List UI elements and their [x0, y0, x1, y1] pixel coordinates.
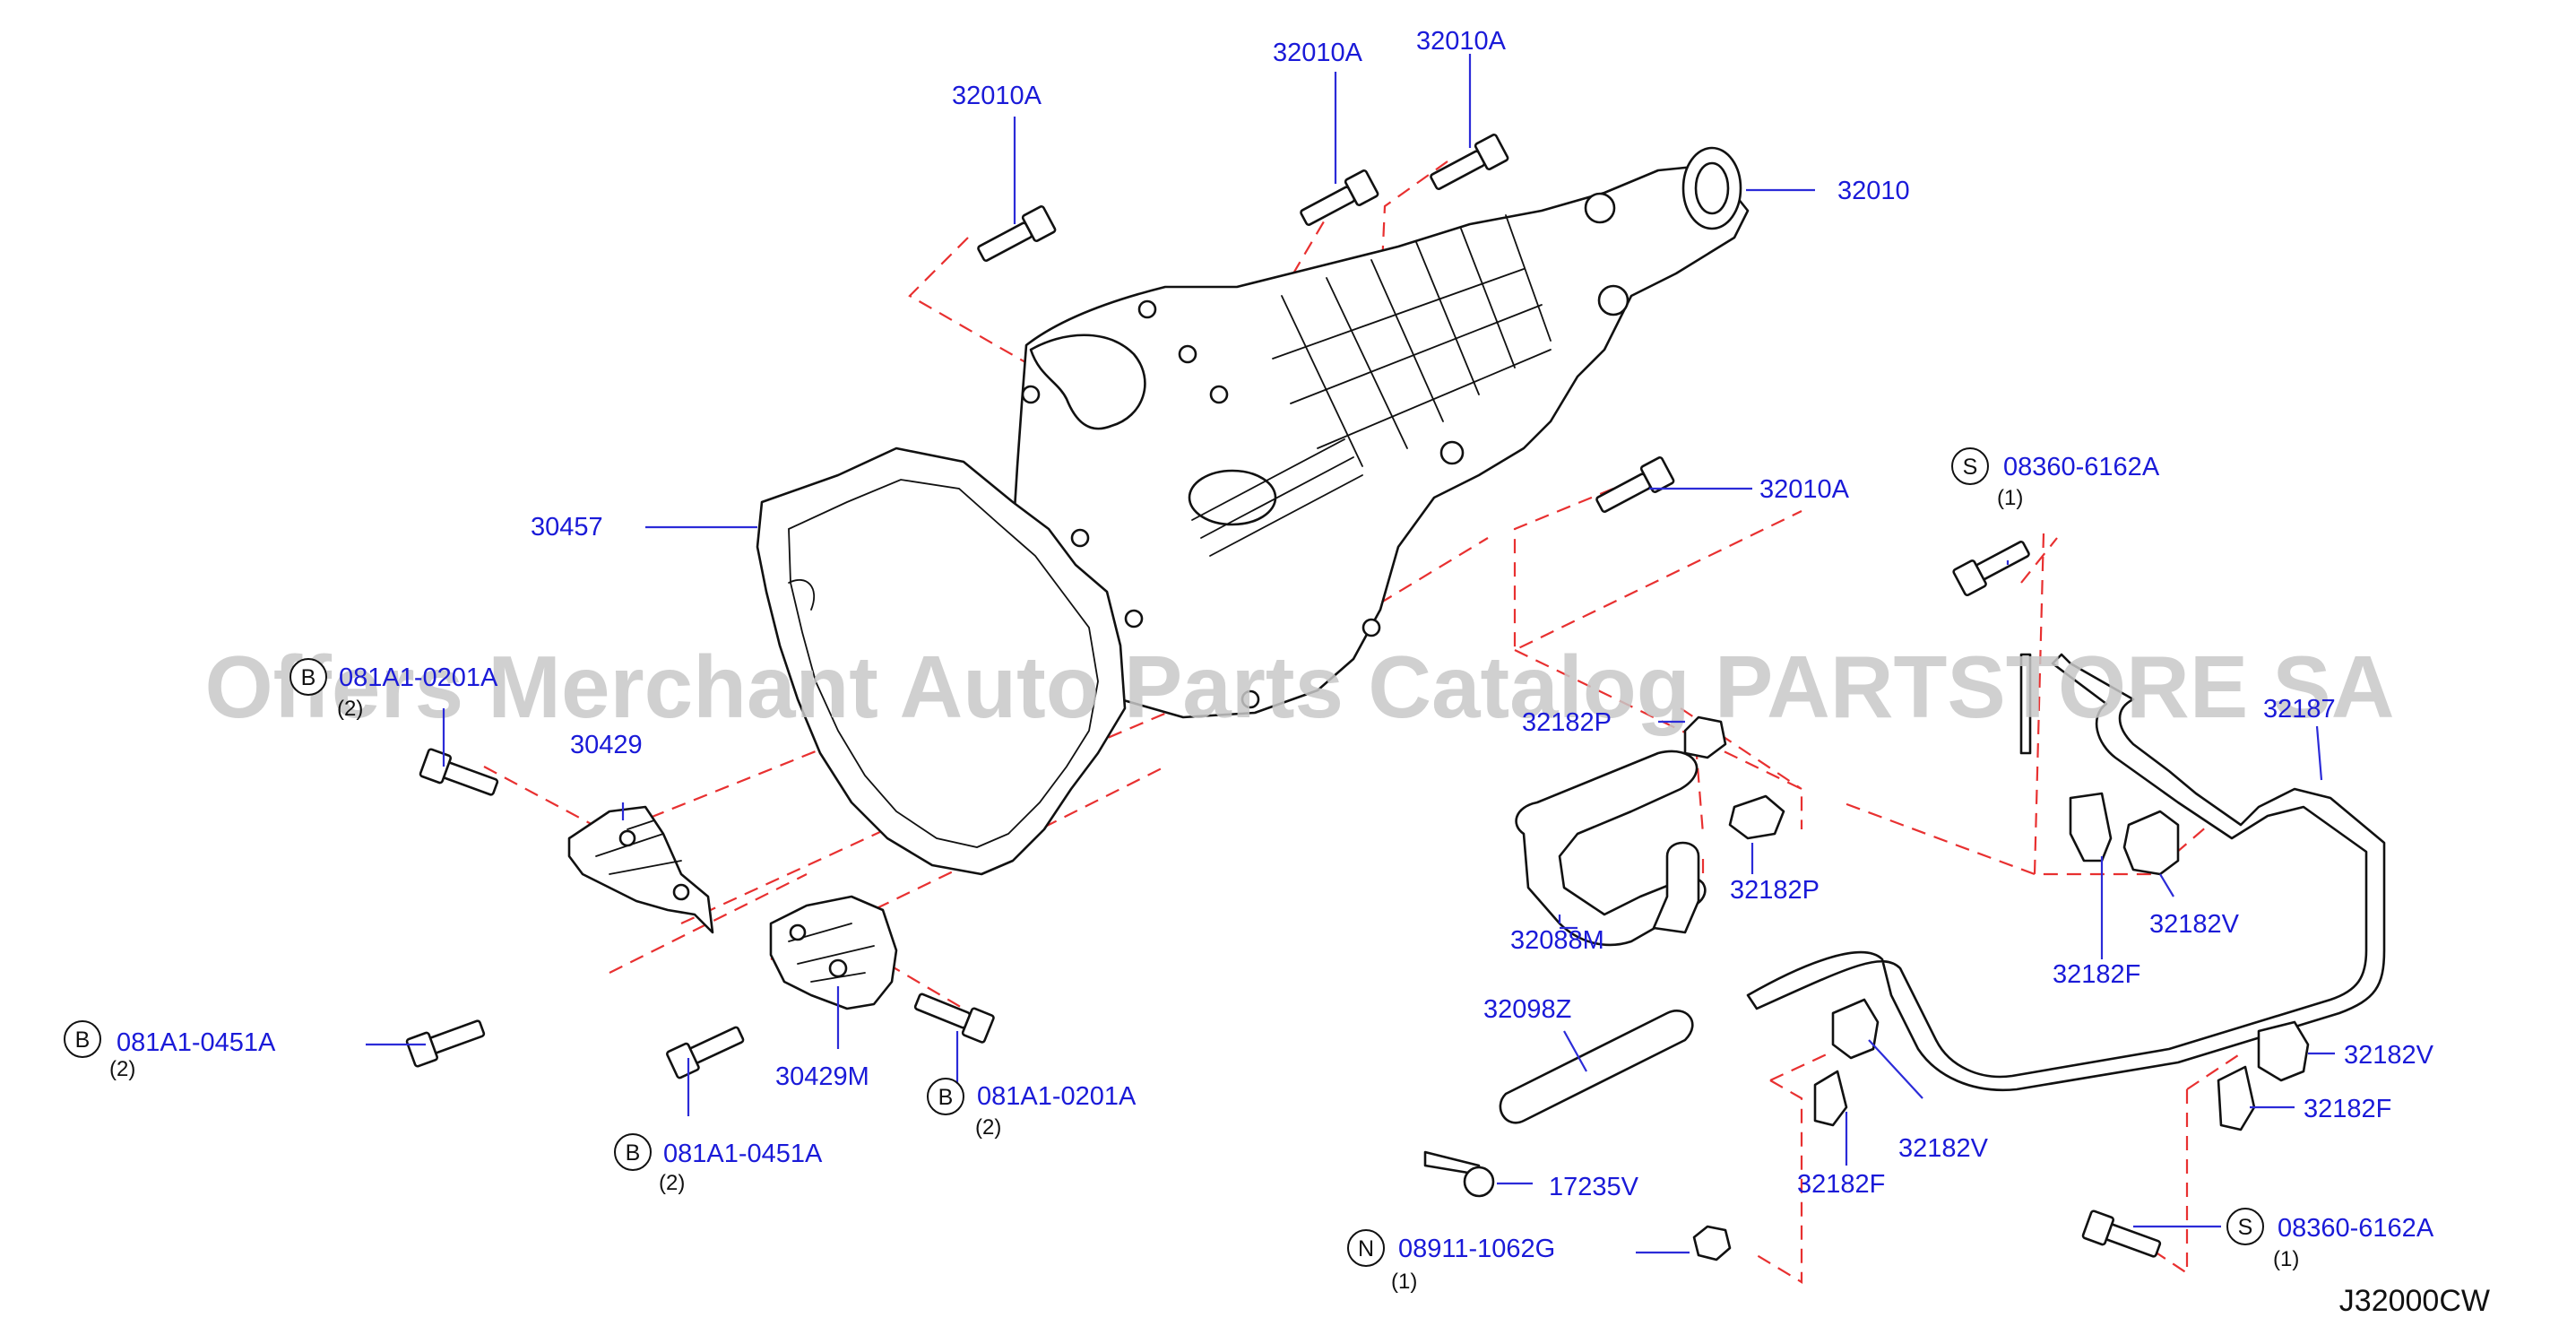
- callout-b-081a1-0201a-bot: B 081A1-0201A (2): [927, 1078, 1137, 1140]
- callout-letter: B: [938, 1085, 954, 1110]
- callout-n-08911-1062g: N 08911-1062G (1): [1347, 1229, 1555, 1294]
- callout-letter: S: [1963, 455, 1978, 480]
- callout-b-081a1-0451a-left: B 081A1-0451A (2): [64, 1020, 276, 1081]
- callout-32010a-4: 32010A: [1759, 475, 1850, 504]
- callout-32187: 32187: [2263, 695, 2336, 724]
- bracket-30429m-drawing: [769, 895, 898, 1010]
- watermark-text: Offers Merchant Auto Parts Catalog PARTS…: [204, 637, 2394, 736]
- callout-32182f-mid: 32182F: [1797, 1170, 1885, 1199]
- bolts-drawing: [405, 134, 2162, 1261]
- callout-part-number: 08911-1062G: [1398, 1235, 1555, 1263]
- callout-17235v: 17235V: [1549, 1173, 1639, 1201]
- callout-part-number: 081A1-0201A: [977, 1082, 1137, 1111]
- callout-32182p-bot: 32182P: [1730, 876, 1820, 905]
- callout-32182f-top: 32182F: [2053, 960, 2140, 989]
- callout-32182v-top: 32182V: [2149, 910, 2240, 939]
- callout-letter: B: [301, 665, 316, 690]
- callout-part-number: 081A1-0201A: [339, 663, 498, 692]
- callout-letter: B: [75, 1027, 91, 1053]
- adapter-plate-drawing: [756, 446, 1127, 876]
- callout-part-number: 081A1-0451A: [663, 1140, 823, 1168]
- callout-30457: 30457: [531, 513, 603, 542]
- callout-part-number: 081A1-0451A: [117, 1028, 276, 1057]
- callout-quantity: (2): [337, 697, 363, 721]
- callout-s-08360-6162a-bot: S 08360-6162A (1): [2226, 1208, 2434, 1271]
- callout-32098z: 32098Z: [1483, 995, 1571, 1024]
- callout-quantity: (1): [2273, 1247, 2299, 1271]
- callout-32010a-2: 32010A: [1273, 39, 1363, 67]
- callout-32182p-top: 32182P: [1522, 708, 1612, 737]
- callout-32182f-right: 32182F: [2304, 1095, 2391, 1123]
- bracket-30429-drawing: [567, 805, 714, 934]
- callout-part-number: 08360-6162A: [2003, 453, 2160, 481]
- callout-32182v-mid: 32182V: [1898, 1134, 1989, 1163]
- callout-quantity: (2): [975, 1115, 1001, 1140]
- callout-30429m: 30429M: [775, 1062, 869, 1091]
- callout-labels: 32010A 32010A 32010A 32010 32010A 30457 …: [64, 27, 2490, 1318]
- callout-letter: N: [1358, 1236, 1374, 1261]
- callout-30429: 30429: [570, 731, 643, 759]
- diagram-code: J32000CW: [2339, 1284, 2490, 1318]
- callout-quantity: (1): [1391, 1270, 1417, 1294]
- callout-part-number: 08360-6162A: [2278, 1214, 2434, 1243]
- callout-32010a-3: 32010A: [1416, 27, 1507, 56]
- callout-s-08360-6162a-top: S 08360-6162A (1): [1951, 447, 2160, 510]
- callout-letter: B: [626, 1140, 641, 1166]
- transmission-case-drawing: [1011, 146, 1750, 719]
- callout-32010: 32010: [1837, 177, 1910, 205]
- callout-quantity: (2): [109, 1057, 135, 1081]
- callout-b-081a1-0451a-mid: B 081A1-0451A (2): [614, 1133, 823, 1195]
- callout-32182v-right: 32182V: [2344, 1041, 2434, 1070]
- shift-linkage-drawing: [1423, 653, 2386, 1198]
- callout-32010a-1: 32010A: [952, 82, 1042, 110]
- callout-32088m: 32088M: [1510, 926, 1604, 955]
- callout-b-081a1-0201a-top: B 081A1-0201A (2): [290, 658, 498, 721]
- leader-lines: [366, 54, 2335, 1254]
- callout-letter: S: [2238, 1215, 2253, 1240]
- callout-quantity: (2): [659, 1171, 685, 1195]
- callout-quantity: (1): [1997, 486, 2023, 510]
